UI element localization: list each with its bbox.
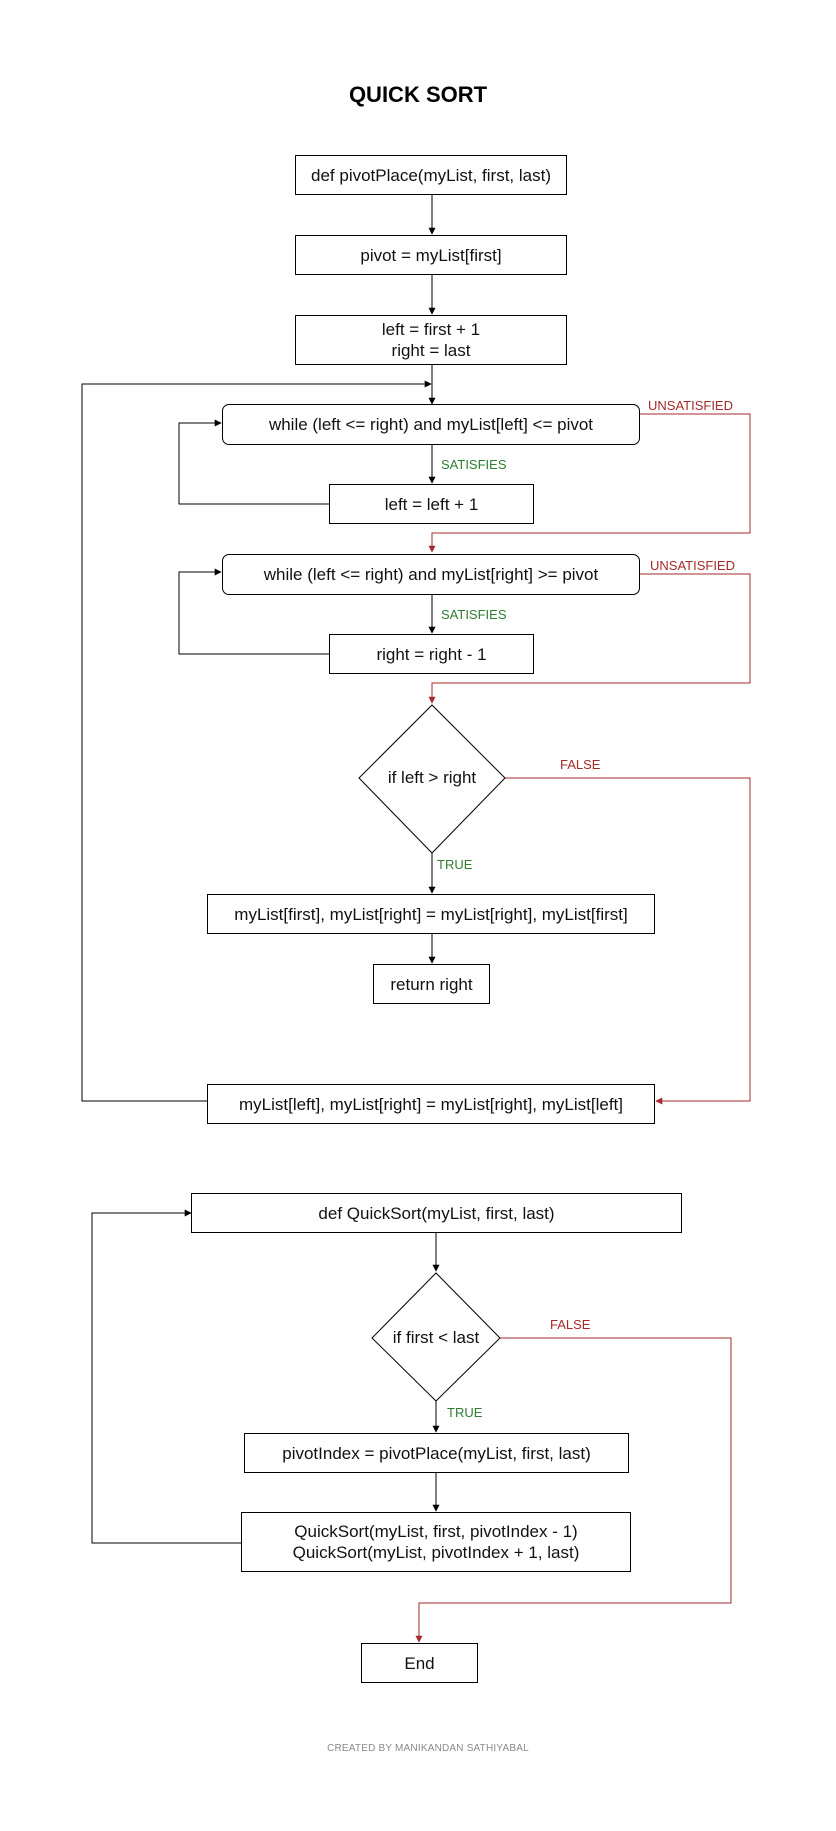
- diagram-title: QUICK SORT: [348, 82, 488, 107]
- credit-text: CREATED BY MANIKANDAN SATHIYABAL: [327, 1743, 529, 1754]
- edge-qs-if-false: [415, 1337, 732, 1643]
- swap-first-right-box: myList[first], myList[right] = myList[ri…: [207, 894, 655, 934]
- true-label-pivot: TRUE: [437, 857, 473, 872]
- return-right-box: return right: [373, 964, 490, 1004]
- right-decrement-box: right = right - 1: [329, 634, 534, 674]
- end-box: End: [361, 1643, 478, 1683]
- recursive-calls-box: QuickSort(myList, first, pivotIndex - 1)…: [241, 1512, 631, 1572]
- decision-first-lt-last: [371, 1272, 501, 1402]
- pivot-index-box: pivotIndex = pivotPlace(myList, first, l…: [244, 1433, 629, 1473]
- left-increment-box: left = left + 1: [329, 484, 534, 524]
- while-left-box: while (left <= right) and myList[left] <…: [222, 404, 640, 445]
- edge-right-dec-loop: [178, 568, 330, 655]
- edge-while-right-unsatisfied: [428, 573, 751, 704]
- def-quicksort-box: def QuickSort(myList, first, last): [191, 1193, 682, 1233]
- while-right-box: while (left <= right) and myList[right] …: [222, 554, 640, 595]
- satisfies-label-right: SATISFIES: [441, 607, 507, 622]
- edge-qs-recursion-loop: [91, 1209, 242, 1544]
- unsatisfied-label-right: UNSATISFIED: [650, 558, 735, 573]
- unsatisfied-label-left: UNSATISFIED: [648, 398, 733, 413]
- false-label-pivot: FALSE: [560, 757, 601, 772]
- edge-left-inc-loop: [178, 419, 330, 505]
- false-label-quicksort: FALSE: [550, 1317, 591, 1332]
- edge-if-false: [505, 777, 751, 1105]
- satisfies-label-left: SATISFIES: [441, 457, 507, 472]
- if-left-gt-right-label: if left > right: [387, 768, 477, 787]
- if-first-lt-last-label: if first < last: [392, 1328, 480, 1347]
- pivot-assign-box: pivot = myList[first]: [295, 235, 567, 275]
- decision-left-gt-right: [358, 704, 506, 854]
- left-right-init-box: left = first + 1 right = last: [295, 315, 567, 365]
- edge-outer-loop-back: [81, 380, 432, 1102]
- def-pivot-place-box: def pivotPlace(myList, first, last): [295, 155, 567, 195]
- edge-while-left-unsatisfied: [428, 413, 751, 553]
- swap-left-right-box: myList[left], myList[right] = myList[rig…: [207, 1084, 655, 1124]
- true-label-quicksort: TRUE: [447, 1405, 483, 1420]
